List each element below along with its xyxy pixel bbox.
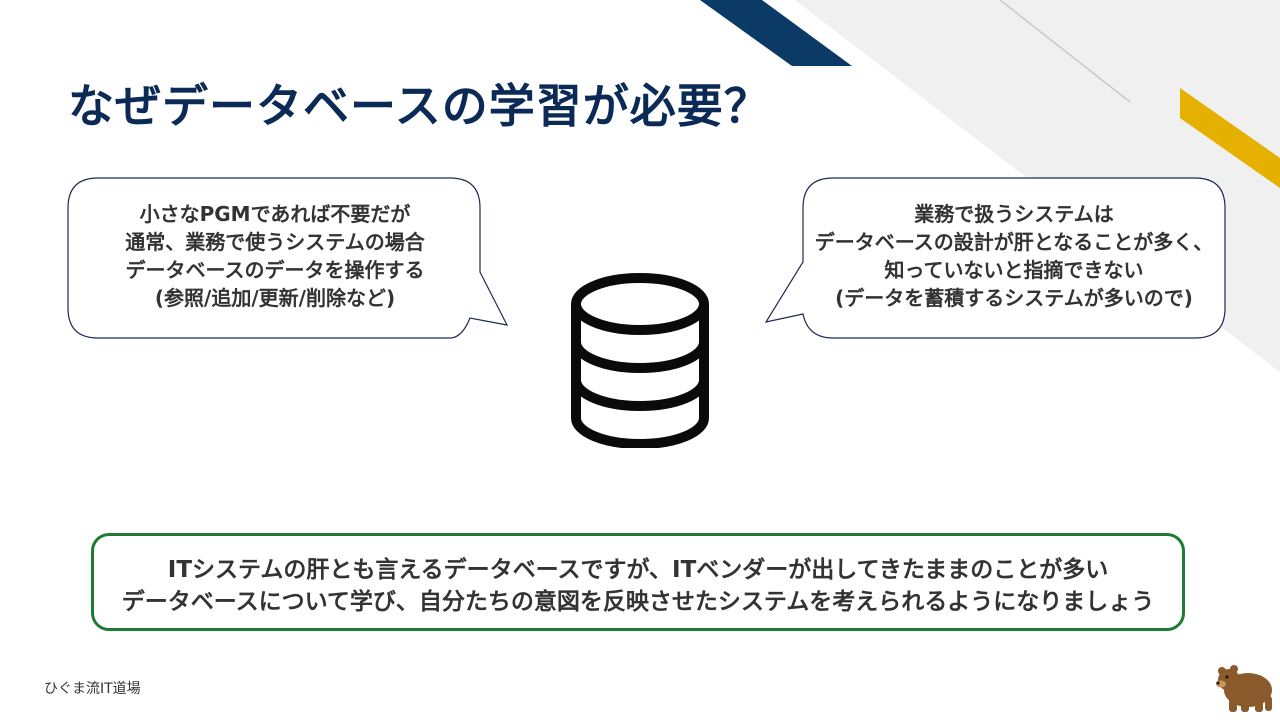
summary-line: ITシステムの肝とも言えるデータベースですが、ITベンダーが出してきたままのこと… xyxy=(167,557,1109,583)
right-bubble-line: データベースの設計が肝となることが多く、 xyxy=(814,230,1214,254)
right-bubble-text: 業務で扱うシステムは データベースの設計が肝となることが多く、 知っていないと指… xyxy=(803,200,1225,312)
database-icon xyxy=(571,273,709,448)
speech-bubble-right xyxy=(764,177,1226,339)
summary-line: データベースについて学び、自分たちの意図を反映させたシステムを考えられるようにな… xyxy=(121,589,1155,615)
right-bubble-line: 業務で扱うシステムは xyxy=(914,202,1114,226)
page-title: なぜデータベースの学習が必要？ xyxy=(68,79,771,133)
left-bubble-line: 小さなPGMであれば不要だが xyxy=(139,202,411,226)
speech-bubble-left xyxy=(67,177,509,339)
thin-diagonal-line xyxy=(999,0,1131,103)
right-bubble-line: 知っていないと指摘できない xyxy=(884,258,1144,282)
summary-box: ITシステムの肝とも言えるデータベースですが、ITベンダーが出してきたままのこと… xyxy=(91,533,1185,631)
left-bubble-line: 通常、業務で使うシステムの場合 xyxy=(125,230,425,254)
left-bubble-line: (参照/追加/更新/削除など) xyxy=(154,286,396,310)
gold-stripe xyxy=(1180,88,1280,188)
right-bubble-line: (データを蓄積するシステムが多いので) xyxy=(835,286,1193,310)
bear-logo-icon xyxy=(1216,665,1272,712)
left-bubble-line: データベースのデータを操作する xyxy=(125,258,425,282)
footer-brand: ひぐま流IT道場 xyxy=(44,681,141,697)
navy-stripe xyxy=(700,0,852,66)
left-bubble-text: 小さなPGMであれば不要だが 通常、業務で使うシステムの場合 データベースのデー… xyxy=(70,200,480,312)
